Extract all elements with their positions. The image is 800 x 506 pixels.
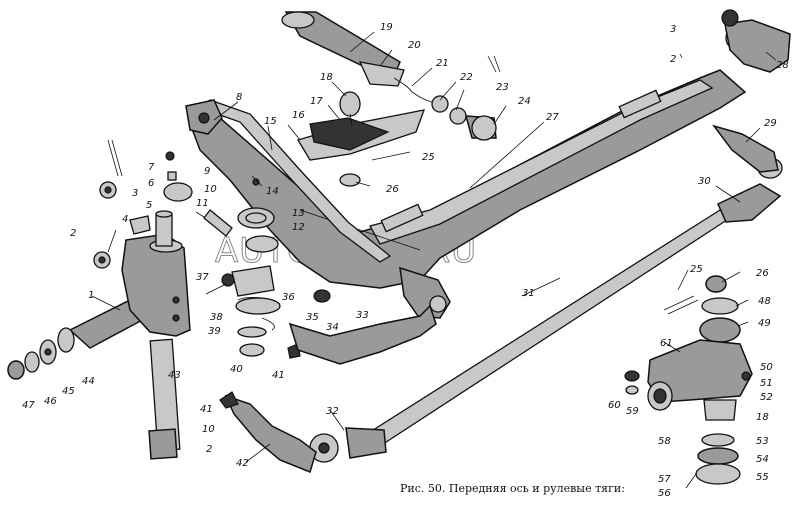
label-61: 61 (660, 338, 673, 349)
label-35: 35 (306, 312, 319, 323)
label-2c: 2 (206, 444, 212, 455)
label-13: 13 (292, 208, 305, 219)
label-47: 47 (22, 400, 35, 411)
label-44: 44 (82, 376, 95, 387)
label-1: 1 (88, 290, 94, 301)
left-small-parts (7, 139, 213, 380)
label-10b: 10 (202, 424, 215, 435)
label-26a: 26 (386, 184, 399, 195)
label-15: 15 (264, 116, 277, 127)
label-51: 51 (760, 378, 773, 389)
label-49: 49 (758, 318, 771, 329)
label-53: 53 (756, 436, 769, 447)
label-18b: 18 (756, 412, 769, 423)
label-41a: 41 (272, 370, 285, 381)
label-60: 60 (608, 400, 621, 411)
label-36: 36 (282, 292, 295, 303)
center-small-parts (203, 175, 437, 365)
label-2b: 2 (670, 54, 676, 65)
part-labels: 1 2 2 2 3 3 4 5 6 7 8 9 10 10 11 12 13 1… (22, 22, 789, 499)
label-31: 31 (522, 288, 535, 299)
label-21: 21 (436, 58, 449, 69)
label-38: 38 (210, 312, 223, 323)
label-39: 39 (208, 326, 221, 337)
label-17: 17 (310, 96, 323, 107)
label-37: 37 (196, 272, 209, 283)
label-29: 29 (764, 118, 777, 129)
label-9: 9 (204, 166, 210, 177)
steering-knuckle (68, 210, 191, 349)
label-7: 7 (148, 162, 155, 173)
label-27: 27 (546, 112, 559, 123)
label-4: 4 (122, 214, 128, 225)
label-6: 6 (148, 178, 154, 189)
leader-lines (91, 31, 777, 463)
label-33: 33 (356, 310, 369, 321)
label-34: 34 (326, 322, 339, 333)
label-48: 48 (758, 296, 771, 307)
label-26b: 26 (756, 268, 769, 279)
label-14: 14 (266, 186, 279, 197)
label-58: 58 (658, 436, 671, 447)
label-24: 24 (518, 96, 531, 107)
label-59: 59 (626, 406, 639, 417)
label-10a: 10 (204, 184, 217, 195)
tie-rod (219, 124, 783, 474)
label-43: 43 (168, 370, 181, 381)
label-55: 55 (756, 472, 769, 483)
tie-rod-end-assembly (624, 275, 753, 489)
front-axle-beam (186, 9, 791, 319)
label-32: 32 (326, 406, 339, 417)
label-3a: 3 (132, 188, 138, 199)
label-30: 30 (698, 176, 711, 187)
label-3b: 3 (670, 24, 676, 35)
label-22: 22 (460, 72, 473, 83)
label-41b: 41 (200, 404, 213, 415)
label-45: 45 (62, 386, 75, 397)
label-20: 20 (408, 40, 421, 51)
drag-link-assembly (281, 11, 501, 187)
label-40: 40 (230, 364, 243, 375)
label-56: 56 (658, 488, 671, 499)
label-28: 28 (776, 60, 789, 71)
label-8: 8 (236, 92, 242, 103)
label-16: 16 (292, 110, 305, 121)
label-25b: 25 (690, 264, 703, 275)
king-pin (148, 338, 181, 460)
label-25a: 25 (422, 152, 435, 163)
label-52: 52 (760, 392, 773, 403)
label-42: 42 (236, 458, 249, 469)
label-19: 19 (380, 22, 393, 33)
figure-caption: Рис. 50. Передняя ось и рулевые тяги: (400, 482, 625, 495)
label-54: 54 (756, 454, 769, 465)
label-18a: 18 (320, 72, 333, 83)
label-57: 57 (658, 474, 671, 485)
label-46: 46 (44, 396, 57, 407)
label-2a: 2 (70, 228, 76, 239)
label-23: 23 (496, 82, 509, 93)
label-12: 12 (292, 222, 305, 233)
drag-link (185, 99, 392, 263)
label-11: 11 (196, 198, 209, 209)
label-5: 5 (146, 200, 152, 211)
label-50: 50 (760, 362, 773, 373)
